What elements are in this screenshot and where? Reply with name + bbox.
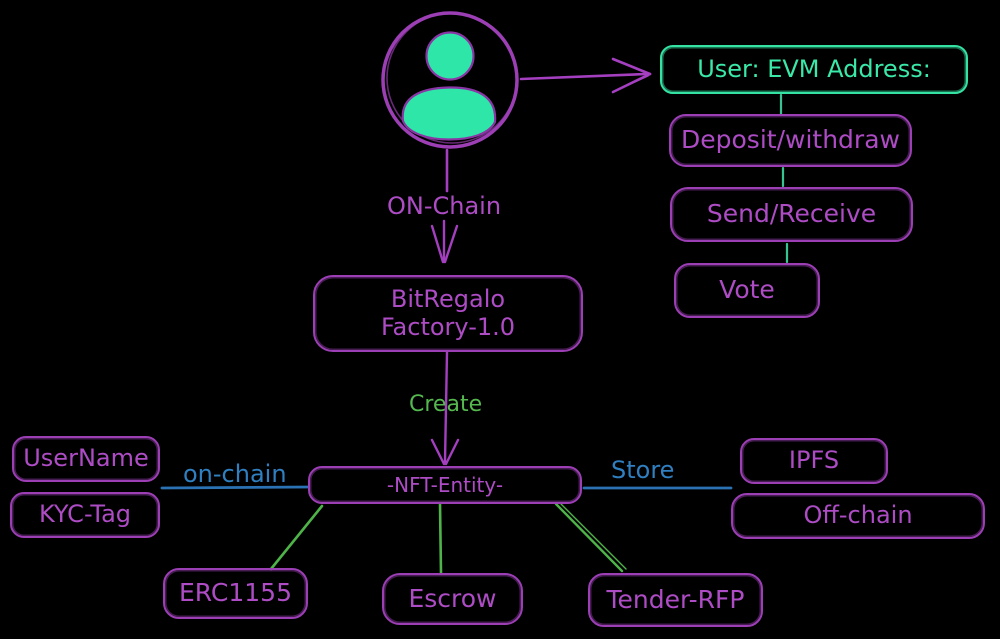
node-user-evm-address[interactable]: User: EVM Address: [660,45,968,94]
edge-onchain-blue[interactable] [160,485,310,490]
edge-nft-erc1155[interactable] [269,504,324,571]
node-send-receive[interactable]: Send/Receive [670,187,913,242]
node-label: Vote [719,275,775,305]
node-username[interactable]: UserName [12,436,160,482]
node-vote[interactable]: Vote [674,263,820,318]
node-label-line2: Factory-1.0 [380,312,516,341]
node-ipfs[interactable]: IPFS [740,438,888,484]
edge-label-on-chain-vertical[interactable]: ON-Chain [387,192,502,220]
node-kyc-tag[interactable]: KYC-Tag [10,492,160,538]
node-label: Deposit/withdraw [681,125,900,155]
node-erc1155[interactable]: ERC1155 [163,568,308,619]
edge-label-create[interactable]: Create [409,392,483,417]
node-label: UserName [23,444,149,473]
node-nft-entity[interactable]: -NFT-Entity- [308,466,582,504]
node-label: KYC-Tag [38,500,132,529]
node-bitregalo-factory[interactable]: BitRegalo Factory-1.0 [313,275,583,352]
node-label: -NFT-Entity- [386,472,504,497]
node-label: ERC1155 [178,578,292,608]
node-label: Escrow [408,583,497,613]
node-label: IPFS [788,446,840,475]
node-label: Send/Receive [706,199,877,229]
edge-nft-escrow[interactable] [438,502,443,575]
node-label: Off-chain [803,501,913,530]
node-tender-rfp[interactable]: Tender-RFP [588,573,763,627]
node-deposit-withdraw[interactable]: Deposit/withdraw [669,114,912,167]
node-label-line1: BitRegalo [390,284,506,313]
node-escrow[interactable]: Escrow [382,573,523,625]
node-label: Tender-RFP [606,584,745,614]
node-label: User: EVM Address: [697,54,931,83]
arrow-user-to-evm[interactable] [519,57,652,94]
arrow-create-down[interactable] [430,350,460,466]
edge-label-on-chain-horizontal[interactable]: on-chain [183,460,287,488]
edge-label-store[interactable]: Store [611,456,675,484]
edge-nft-tender[interactable] [554,502,627,573]
arrow-onchain-down[interactable] [430,219,459,264]
user-avatar-icon[interactable] [381,11,519,149]
node-off-chain[interactable]: Off-chain [731,493,985,539]
